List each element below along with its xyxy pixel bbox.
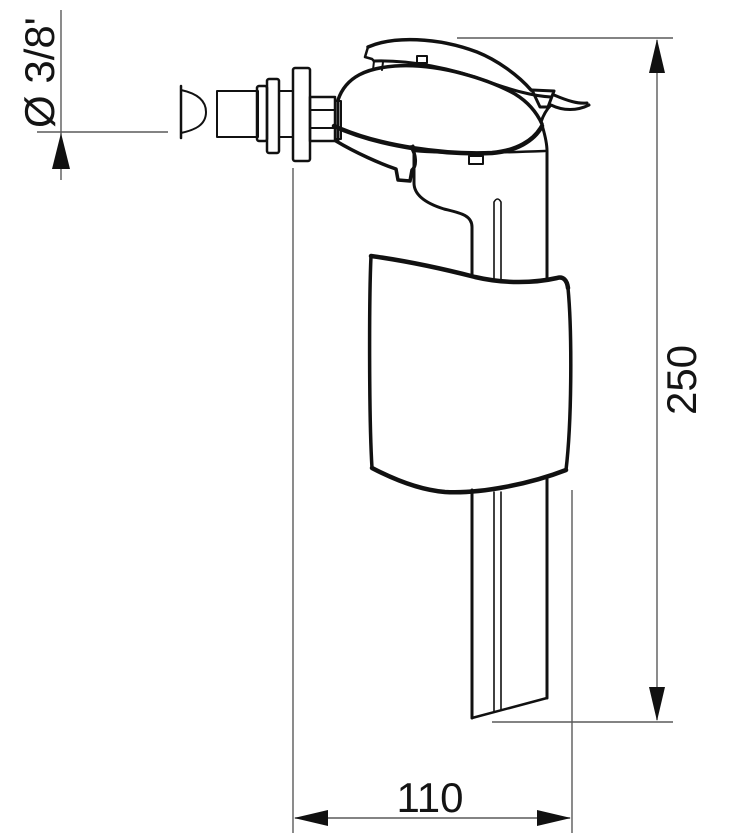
cap-lever-bottom xyxy=(372,59,553,99)
dim-arrow-up-icon xyxy=(649,39,665,73)
head-dome-outline xyxy=(336,63,544,126)
outlet-tube xyxy=(470,477,549,720)
width-dimension: 110 xyxy=(292,168,573,833)
inlet-diameter-label: Ø 3/8' xyxy=(16,17,63,128)
height-dimension: 250 xyxy=(457,37,705,723)
float-shell xyxy=(367,253,573,495)
inlet-filter-cone xyxy=(180,89,207,134)
valve-body xyxy=(411,123,549,281)
cap-lever-top xyxy=(366,37,533,92)
body-top-edge xyxy=(413,149,547,155)
float-bottom-edge xyxy=(369,465,569,495)
inlet-assembly xyxy=(179,66,342,163)
tube-bottom-edge xyxy=(470,696,549,720)
dim-arrow-up-icon xyxy=(52,133,70,169)
overflow-funnel-cup xyxy=(530,88,556,109)
cap-left-end xyxy=(363,45,376,63)
body-slot xyxy=(468,155,484,165)
head-seam xyxy=(331,123,545,156)
inlet-thread-inner xyxy=(278,90,294,138)
cap-latch-notch xyxy=(416,55,428,64)
float-top-edge xyxy=(368,253,571,291)
body-right-edge xyxy=(540,123,549,281)
mounting-washer xyxy=(291,66,312,163)
body-left-profile xyxy=(411,144,474,278)
valve-head xyxy=(331,37,591,183)
adjustment-rod-channel-upper xyxy=(493,198,502,280)
float-left-edge xyxy=(367,254,374,470)
dim-arrow-down-icon xyxy=(649,687,665,721)
washer-small xyxy=(265,77,281,155)
funnel-spout-bottom xyxy=(539,103,591,124)
cap-support-tick xyxy=(381,61,384,71)
height-dimension-label: 250 xyxy=(658,345,705,415)
funnel-spout-top xyxy=(552,93,589,105)
inlet-thread-outer xyxy=(216,90,259,138)
width-dimension-label: 110 xyxy=(397,774,464,821)
float-right-edge xyxy=(564,286,573,472)
cap-support-tick xyxy=(372,60,375,71)
dim-arrow-left-icon xyxy=(294,810,328,826)
locknut xyxy=(308,95,337,143)
inlet-diameter-dimension: Ø 3/8' xyxy=(16,10,168,180)
dim-arrow-right-icon xyxy=(537,810,571,826)
